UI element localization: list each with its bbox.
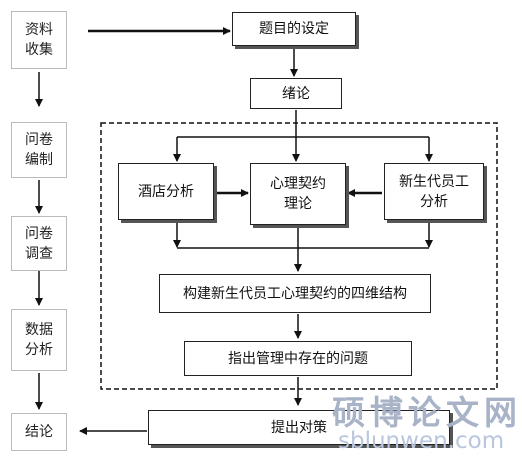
analysis-box: 数据 分析 — [11, 309, 67, 371]
intro-box: 绪论 — [250, 78, 342, 109]
compile-box: 问卷 编制 — [11, 122, 67, 178]
newgen-box: 新生代员工 分析 — [384, 163, 484, 220]
hotel-box: 酒店分析 — [118, 163, 214, 220]
collect-box: 资料 收集 — [11, 11, 67, 69]
survey-box: 问卷 调查 — [11, 216, 67, 271]
watermark-cn: 硕博论文网 — [332, 393, 522, 432]
dashed-region — [100, 122, 498, 390]
conclusion-box: 结论 — [11, 413, 67, 451]
problems-box: 指出管理中存在的问题 — [184, 341, 412, 376]
model-box: 构建新生代员工心理契约的四维结构 — [159, 274, 431, 313]
watermark-en: sblunwen.com — [338, 428, 505, 454]
measures-box: 提出对策 — [148, 410, 450, 445]
topic-box: 题目的设定 — [232, 12, 356, 46]
contract-box: 心理契约 理论 — [250, 163, 346, 225]
